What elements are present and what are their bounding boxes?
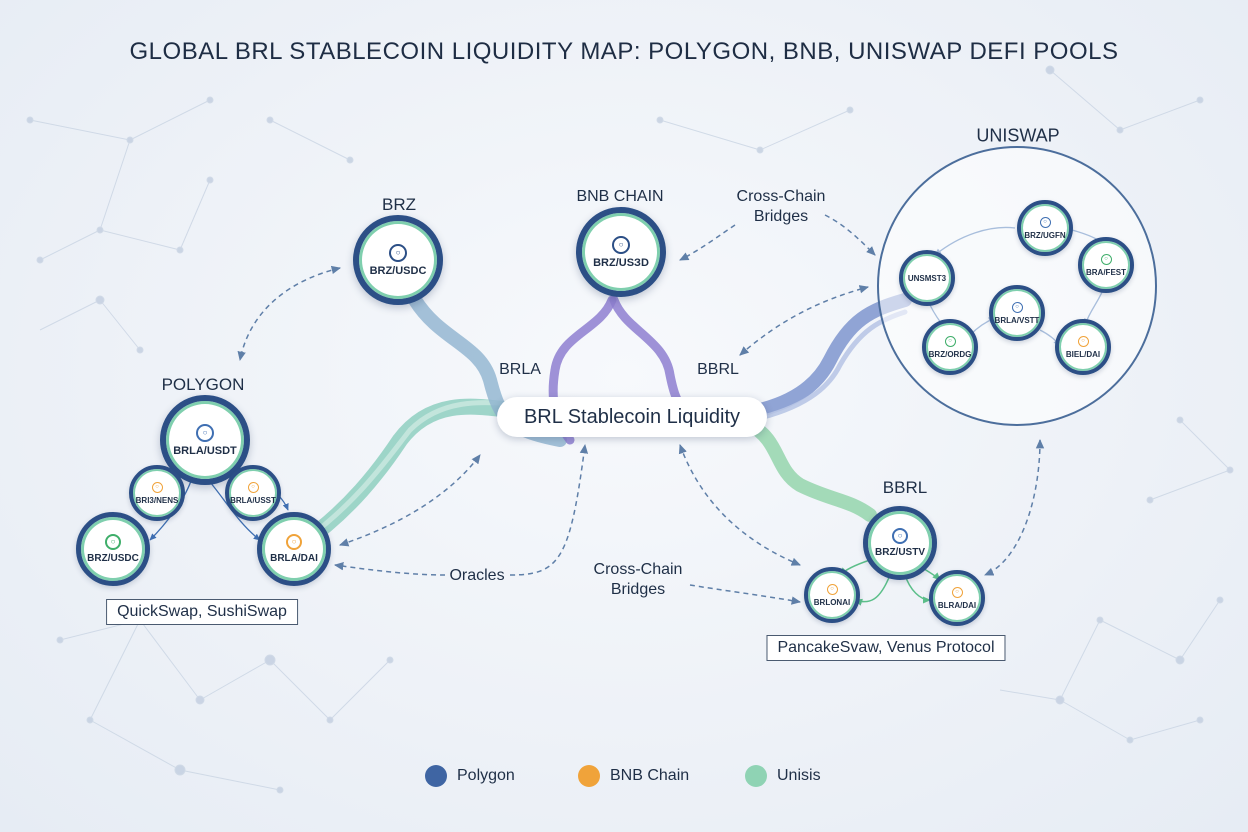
token-icon: ○ — [612, 235, 630, 254]
arrow-brz-polygon — [237, 265, 342, 362]
label-cross-chain-bridges-top: Cross-Chain Bridges — [736, 188, 826, 225]
token-icon: ○ — [389, 243, 407, 262]
token-icon: ○ — [105, 534, 121, 550]
arrow-oracles-polygon — [333, 562, 446, 576]
bridge-arrows — [237, 214, 1045, 605]
token-icon: ○ — [1077, 335, 1089, 347]
hub-brl-stablecoin-liquidity[interactable]: BRL Stablecoin Liquidity — [497, 397, 767, 437]
label-brla-flow: BRLA — [499, 361, 541, 378]
flow-bnb-right-to-hub — [609, 295, 695, 411]
token-icon: ○ — [826, 583, 838, 595]
node-polygon-brla-usst[interactable]: ○ BRLA/USST — [225, 465, 281, 521]
node-bbrl-brz-ustv[interactable]: ○ BRZ/USTV — [863, 506, 937, 580]
legend-swatch-unisis — [745, 765, 767, 787]
legend-swatch-bnb-chain — [578, 765, 600, 787]
node-uni-biel-dai[interactable]: ○ BIEL/DAI — [1055, 319, 1111, 375]
arrow-bbrl-uniswap — [739, 285, 870, 356]
token-icon: ○ — [1100, 253, 1112, 265]
token-icon: ○ — [151, 481, 163, 493]
protocol-box-bnb: PancakeSvaw, Venus Protocol — [766, 635, 1006, 661]
label-bnb-chain: BNB CHAIN — [576, 188, 664, 205]
token-icon: ○ — [951, 586, 963, 598]
label-bbrl: BBRL — [882, 478, 928, 497]
node-brz-usdc-top[interactable]: ○ BRZ/USDC — [353, 215, 443, 305]
arrow-oracles-hub — [509, 443, 589, 576]
label-cross-chain-bridges-bottom: Cross-Chain Bridges — [593, 561, 683, 598]
arrow-uniswap-bbrl — [984, 438, 1045, 576]
node-uni-bra-fest[interactable]: ○ BRA/FEST — [1078, 237, 1134, 293]
node-uni-unsmst3[interactable]: UNSMST3 — [899, 250, 955, 306]
token-icon: ○ — [286, 534, 302, 550]
legend-swatch-polygon — [425, 765, 447, 787]
arrow-hub-bbrl — [678, 444, 801, 566]
protocol-box-polygon: QuickSwap, SushiSwap — [106, 599, 298, 625]
token-icon: ○ — [247, 481, 259, 493]
arrow-bridge-uniswap — [824, 214, 876, 256]
token-icon: ○ — [1039, 216, 1051, 228]
token-icon: ○ — [892, 528, 908, 544]
node-bbrl-brlonai[interactable]: ○ BRLONAI — [804, 567, 860, 623]
node-bnb-brz-usd[interactable]: ○ BRZ/USЗD — [576, 207, 666, 297]
diagram-title: GLOBAL BRL STABLECOIN LIQUIDITY MAP: POL… — [129, 38, 1119, 65]
background-network — [26, 65, 1234, 794]
legend-item-unisis: Unisis — [745, 765, 821, 787]
label-brz: BRZ — [382, 195, 416, 214]
arrow-bridge-bnb — [679, 224, 736, 261]
node-polygon-brl3-nens[interactable]: ○ BRl3/NENS — [129, 465, 185, 521]
legend-item-bnb-chain: BNB Chain — [578, 765, 689, 787]
node-uni-brz-ugfn[interactable]: ○ BRZ/UGFN — [1017, 200, 1073, 256]
arrow-polygon-hub — [339, 454, 481, 547]
node-polygon-brla-dai[interactable]: ○ BRLA/DAI — [257, 512, 331, 586]
flow-polygon-to-hub — [292, 398, 518, 553]
arrow-bridge-bbrl — [689, 584, 802, 605]
token-icon: ○ — [1011, 301, 1023, 313]
label-oracles: Oracles — [449, 567, 505, 584]
node-uni-brla-vstt[interactable]: ○ BRLA/VSTT — [989, 285, 1045, 341]
token-icon: ○ — [196, 423, 214, 442]
label-polygon: POLYGON — [161, 375, 245, 394]
flow-hub-to-bbrl — [743, 418, 877, 522]
node-bbrl-blra-dai[interactable]: ○ BLRA/DAI — [929, 570, 985, 626]
legend-item-polygon: Polygon — [425, 765, 515, 787]
token-icon: ○ — [944, 335, 956, 347]
label-uniswap: UNISWAP — [976, 125, 1060, 146]
node-polygon-brz-usdc[interactable]: ○ BRZ/USDC — [76, 512, 150, 586]
node-uni-brz-ordg[interactable]: ○ BRZ/ORDG — [922, 319, 978, 375]
label-bbrl-flow: BBRL — [697, 361, 739, 378]
